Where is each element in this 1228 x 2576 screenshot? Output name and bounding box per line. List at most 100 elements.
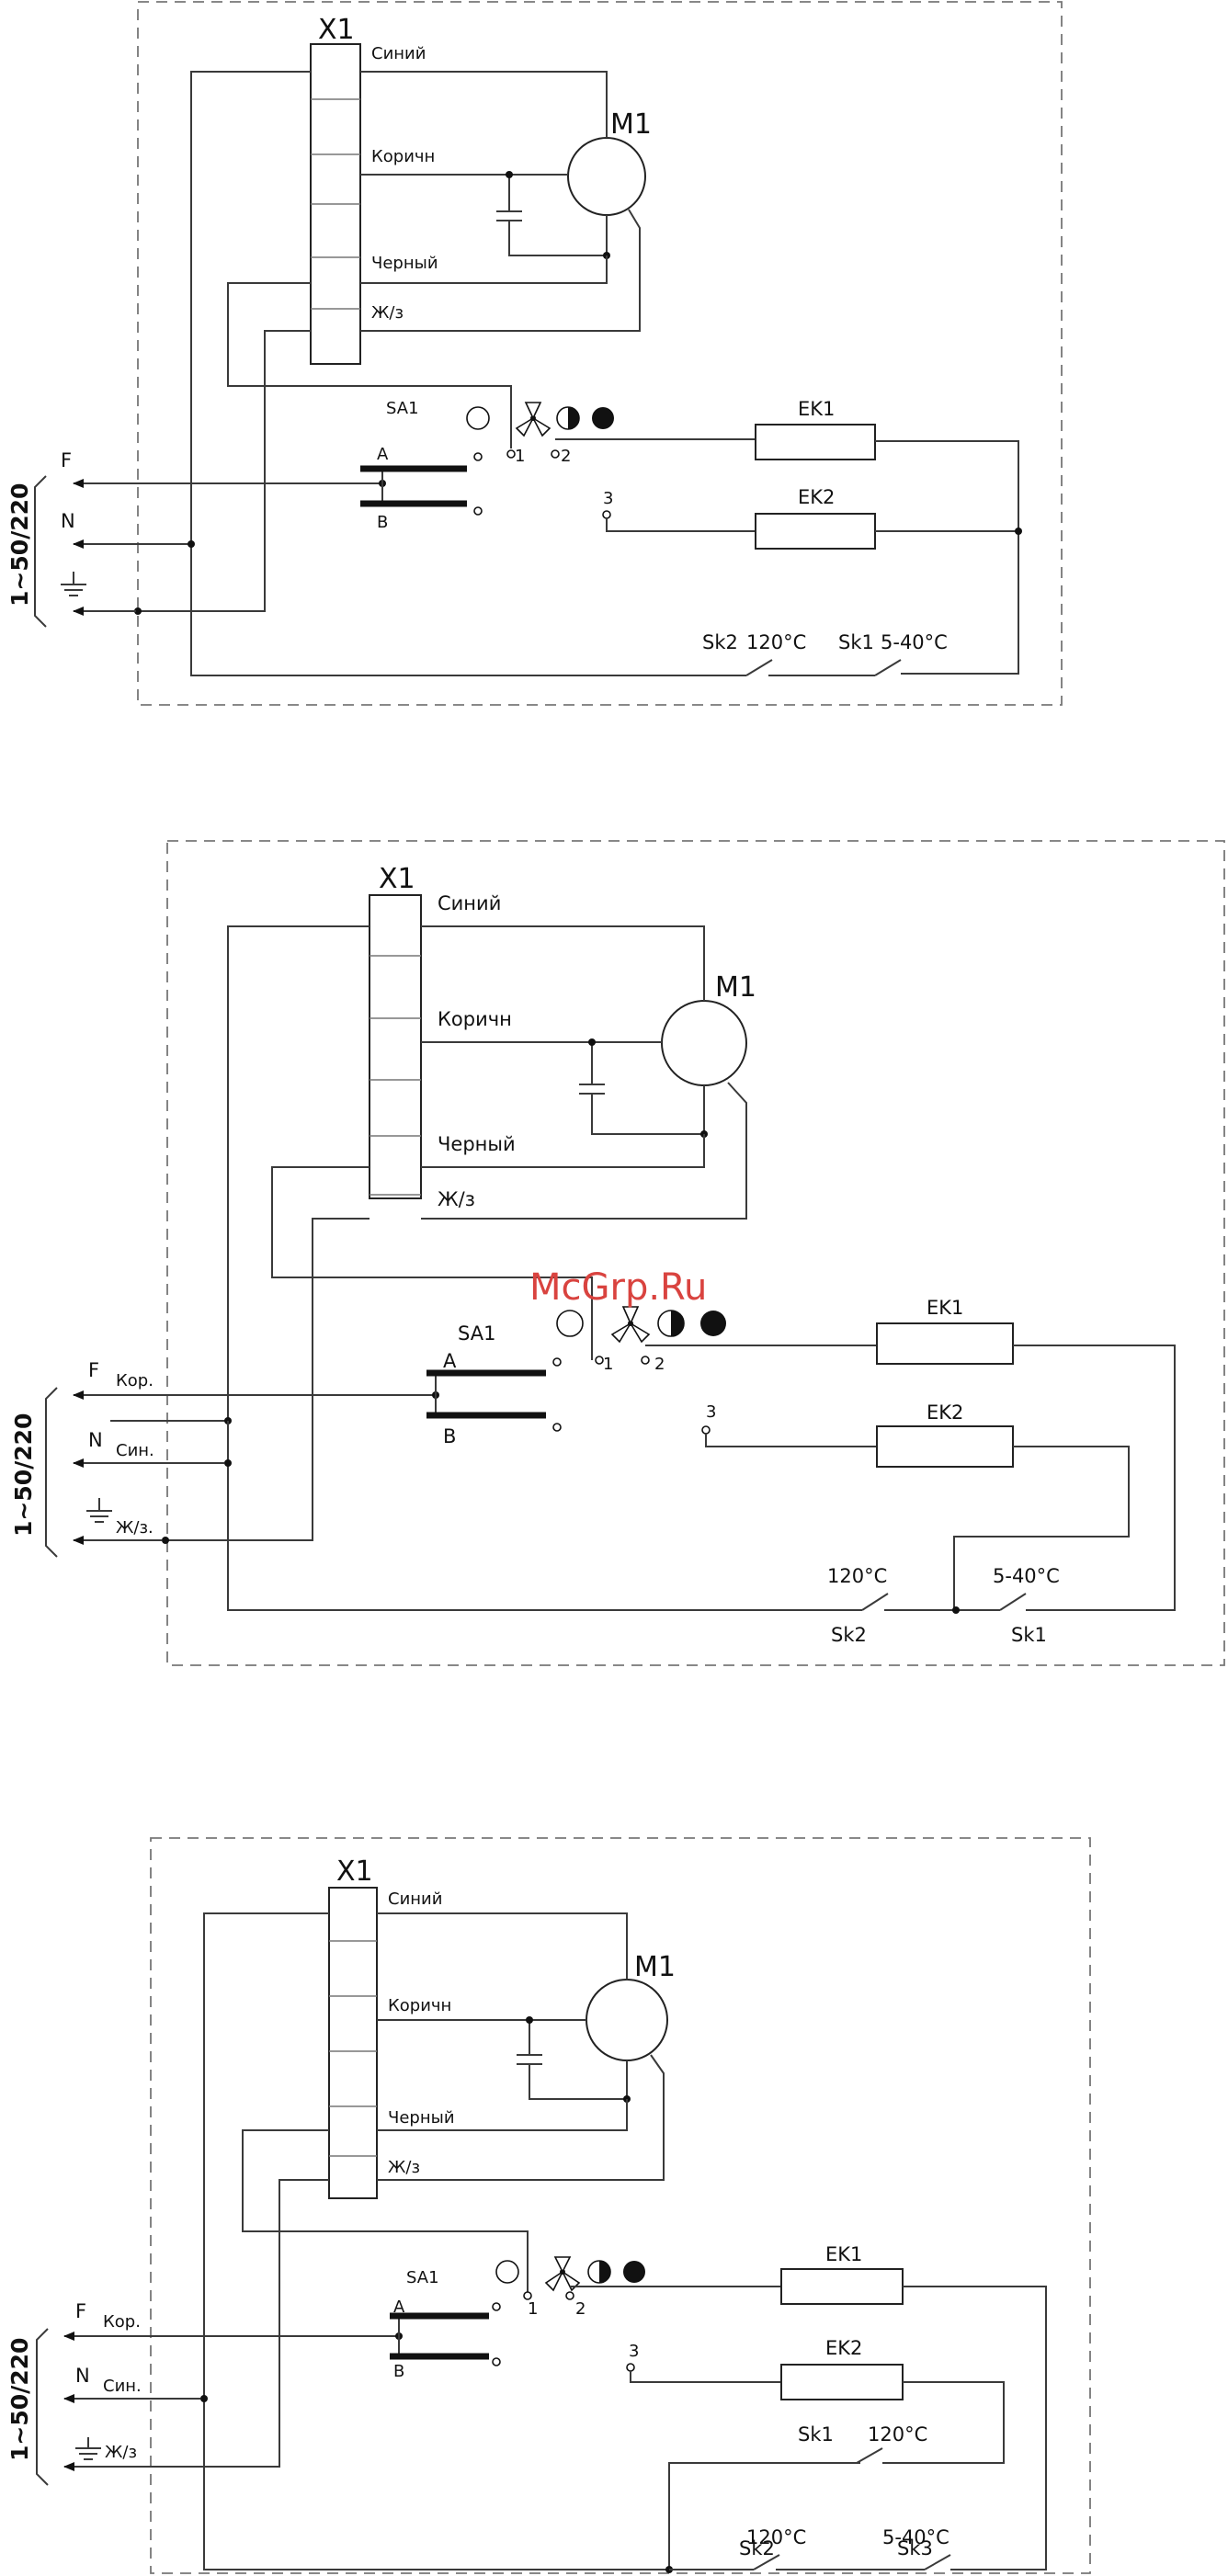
diagram-1: X1 M1 Синий Коричн Черный xyxy=(6,1,1063,706)
phase-label: F xyxy=(75,2300,86,2322)
heater-ek1: EK1 xyxy=(570,2243,1047,2570)
ground-icon xyxy=(86,1498,112,1523)
pos2-label: 2 xyxy=(561,447,571,466)
neutral-color-label: Син. xyxy=(116,1441,154,1460)
supply-1: F N 1~50/220 xyxy=(6,449,349,628)
sk2-temp: 120°C xyxy=(746,631,806,653)
phase-label: F xyxy=(61,449,72,471)
ground-color-label: Ж/з xyxy=(105,2443,137,2462)
ek1-label: EK1 xyxy=(927,1297,963,1319)
ground-icon xyxy=(75,2437,101,2460)
half-heat-icon xyxy=(587,2260,611,2284)
ground-color-label: Ж/з. xyxy=(116,1518,154,1538)
supply-2: F Кор. N Син. Ж/з. 1~50/220 xyxy=(10,1359,432,1558)
pos1-label: 1 xyxy=(515,447,525,466)
fan-mode-icon xyxy=(610,1306,651,1344)
motor-m1: M1 xyxy=(567,108,652,216)
wires-1: Синий Коричн Черный Ж/з xyxy=(74,44,685,676)
sa1-label: SA1 xyxy=(458,1322,495,1345)
wire-label-black: Черный xyxy=(371,254,438,273)
ground-icon xyxy=(61,572,86,596)
switch-sa1[interactable]: SA1 A B 1 2 3 xyxy=(426,1306,726,1447)
sa1-label: SA1 xyxy=(406,2268,439,2287)
watermark: McGrp.Ru xyxy=(529,1266,707,1309)
sk1-temp: 120°C xyxy=(868,2423,927,2445)
wire-label-ground: Ж/з xyxy=(388,2158,420,2177)
heater-ek2: EK2 xyxy=(705,1401,1130,1610)
sk1-temp: 5-40°C xyxy=(993,1565,1060,1587)
off-mode-icon xyxy=(495,2260,519,2284)
wire-label-blue: Синий xyxy=(371,44,426,63)
contact-b-label: B xyxy=(377,513,388,532)
supply-3: F Кор. N Син. Ж/з 1~50/220 xyxy=(6,2300,395,2486)
wire-label-ground: Ж/з xyxy=(371,303,404,323)
wire-label-ground: Ж/з xyxy=(438,1188,475,1210)
ek2-label: EK2 xyxy=(825,2337,862,2359)
pos1-label: 1 xyxy=(603,1355,613,1374)
supply-label: 1~50/220 xyxy=(6,483,33,607)
contact-a-label: A xyxy=(443,1350,457,1372)
sk1-label: Sk1 xyxy=(1011,1624,1047,1646)
phase-color-label: Кор. xyxy=(103,2312,141,2332)
sk3-temp: 5-40°C xyxy=(882,2526,949,2548)
fan-mode-icon xyxy=(544,2256,581,2292)
contact-a-label: A xyxy=(377,445,389,464)
supply-label: 1~50/220 xyxy=(6,2338,33,2461)
terminal-block-x1: X1 xyxy=(328,1855,378,2199)
neutral-label: N xyxy=(75,2365,90,2387)
m1-label: M1 xyxy=(610,108,652,141)
heater-ek2: EK2 xyxy=(606,486,1022,675)
pos2-label: 2 xyxy=(575,2299,586,2319)
sk2-label: Sk2 xyxy=(702,631,738,653)
sk2-temp: 120°C xyxy=(746,2526,806,2548)
motor-m1: M1 xyxy=(661,971,756,1086)
wires-2: Синий Коричн Черный Ж/з xyxy=(110,892,862,1611)
neutral-color-label: Син. xyxy=(103,2377,142,2396)
wire-label-brown: Коричн xyxy=(388,1996,451,2015)
full-heat-icon xyxy=(700,1311,726,1336)
thermostats-2: 120°C Sk2 5-40°C Sk1 xyxy=(827,1565,1060,1646)
sk3-label: Sk3 xyxy=(897,2537,933,2559)
fan-mode-icon xyxy=(515,402,551,437)
half-heat-icon xyxy=(657,1310,685,1337)
x1-label: X1 xyxy=(318,14,355,46)
wire-label-brown: Коричн xyxy=(371,147,435,166)
wire-label-blue: Синий xyxy=(438,892,501,914)
off-mode-icon xyxy=(466,406,490,430)
sk1-label: Sk1 xyxy=(838,631,874,653)
ek2-label: EK2 xyxy=(927,1401,963,1424)
enclosure-frame xyxy=(166,840,1225,1666)
motor-m1: M1 xyxy=(586,1951,676,2061)
supply-label: 1~50/220 xyxy=(10,1413,37,1537)
x1-label: X1 xyxy=(379,863,415,895)
switch-sa1[interactable]: SA1 A B 1 2 3 xyxy=(360,399,614,532)
off-mode-icon xyxy=(556,1310,584,1337)
contact-b-label: B xyxy=(443,1425,456,1447)
neutral-label: N xyxy=(61,510,75,532)
wire-label-brown: Коричн xyxy=(438,1008,512,1030)
full-heat-icon xyxy=(623,2261,645,2283)
full-heat-icon xyxy=(592,407,614,429)
ek1-label: EK1 xyxy=(798,398,835,420)
neutral-label: N xyxy=(88,1429,103,1451)
contact-b-label: B xyxy=(393,2362,404,2381)
ek2-label: EK2 xyxy=(798,486,835,508)
wire-label-black: Черный xyxy=(438,1133,516,1155)
enclosure-frame xyxy=(150,1837,1091,2574)
sk2-temp: 120°C xyxy=(827,1565,887,1587)
sk2-label: Sk2 xyxy=(739,2537,775,2559)
terminal-block-x1: X1 xyxy=(310,14,361,365)
terminal-block-x1: X1 xyxy=(369,863,422,1199)
ek1-label: EK1 xyxy=(825,2243,862,2265)
enclosure-frame xyxy=(137,1,1063,706)
wire-label-blue: Синий xyxy=(388,1889,442,1909)
switch-sa1[interactable]: SA1 A B 1 2 3 xyxy=(390,2256,645,2381)
heater-ek1: EK1 xyxy=(555,398,1019,531)
sk1-label: Sk1 xyxy=(798,2423,834,2445)
diagram-2: X1 M1 Синий Коричн Черный Ж/з xyxy=(10,840,1225,1666)
m1-label: M1 xyxy=(634,1951,676,1983)
heater-ek1: EK1 xyxy=(645,1297,1176,1611)
heater-ek2: EK2 xyxy=(630,2337,1005,2464)
wire-label-black: Черный xyxy=(388,2108,455,2128)
